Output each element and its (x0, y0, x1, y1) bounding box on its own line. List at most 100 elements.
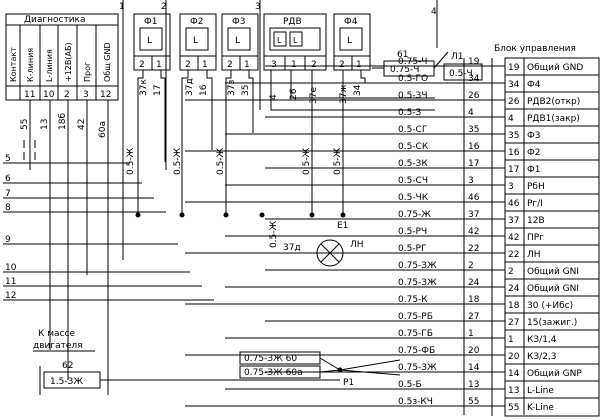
r1-wire-60a: 0.75-ЗЖ 60а (244, 368, 303, 378)
svg-text:1: 1 (356, 60, 362, 70)
ecu-pin-2: 2 (508, 267, 514, 277)
ecu-label: РДВ2(откр) (527, 97, 580, 107)
f1-name: Ф1 (144, 17, 157, 27)
f3-name: Ф3 (232, 17, 245, 27)
node-61-wire2: 0.5-Ч (449, 69, 473, 79)
harness-wire-label: 0.75-ГБ (398, 329, 433, 339)
diag-pin-10: 10 (43, 90, 55, 100)
svg-text:2: 2 (185, 60, 191, 70)
r1-wire-60: 0.75-ЗЖ 60 (244, 354, 297, 364)
harness-wire-label: 0.5-ГО (398, 74, 428, 84)
ecu-pin-4: 4 (508, 114, 514, 124)
ecu-pin-1: 1 (508, 335, 514, 345)
diag-label-12v: +12В(АБ) (64, 42, 73, 82)
f3-wire-35: 35 (241, 85, 251, 96)
connector-f3: L Ф3 2 1 (221, 13, 259, 71)
ecu-label: Рг/I (527, 199, 543, 209)
left-number-8: 8 (5, 203, 11, 213)
harness-wire-label: 0.5-ЧК (398, 193, 429, 203)
splice-r1: 0.75-ЗЖ 60 0.75-ЗЖ 60а Р1 (239, 351, 401, 388)
harness-wire-label: 0.75-Ж (398, 210, 431, 220)
ecu-label: Ф1 (527, 165, 540, 175)
harness-wire-label: 0.75-ФБ (398, 346, 435, 356)
svg-text:L: L (277, 36, 282, 45)
harness-wire-label: 0.75-Ч (398, 57, 427, 67)
harness-wire-num: 22 (468, 244, 479, 254)
harness-wire-label: 0.5-СГ (398, 125, 427, 135)
ecu-label: Ф4 (527, 80, 541, 90)
ecu-label: L-Line (527, 386, 554, 396)
harness-wire-num: 13 (468, 380, 479, 390)
ecu-block (504, 57, 600, 417)
diagnostic-connector: Диагностика Контакт К-линия L-линия +12В… (5, 13, 119, 101)
svg-text:L: L (235, 36, 240, 46)
node-61: 61 0.75-Ч Л1 0.5-Ч (372, 50, 483, 81)
harness-wire-num: 17 (468, 159, 479, 169)
f3-wire-37z: 37з (227, 80, 237, 96)
left-number-9: 9 (5, 235, 11, 245)
top-number-4: 4 (431, 7, 437, 17)
f2-name: Ф2 (190, 17, 203, 27)
diag-label-prog: Прог (83, 62, 92, 82)
ecu-label: 12В (527, 216, 545, 226)
rdv-wire-4: 4 (269, 94, 279, 100)
ecu-pin-13: 13 (508, 386, 519, 396)
ecu-pin-22: 22 (508, 250, 519, 260)
harness-wire-num: 37 (468, 210, 479, 220)
ecu-pin-20: 20 (508, 352, 520, 362)
ecu-label: КЗ/2,3 (527, 352, 557, 362)
ecu-label: 15(зажиг.) (527, 318, 577, 328)
f4-wire-37zh: 37ж (339, 84, 349, 104)
harness-wire-label: 0.5-ЗЧ (398, 91, 428, 101)
diag-label-gnd: Общ GND (103, 42, 112, 82)
diag-wire-42: 42 (77, 119, 87, 130)
lamp-ln-label: ЛН (350, 240, 364, 250)
vwire-label-3: 0.5-Ж (216, 147, 226, 175)
ecu-label: Общий GNI (527, 267, 579, 277)
rdv-wire-37e: 37е (309, 87, 319, 104)
svg-text:2: 2 (311, 60, 317, 70)
top-number-3: 3 (255, 2, 261, 12)
harness-wire-label: 0.5-ЗК (398, 159, 428, 169)
f1-wire-37k: 37к (139, 79, 149, 96)
svg-text:3: 3 (271, 60, 277, 70)
harness-wire-label: 0.5-Б (398, 380, 422, 390)
mass-num-62: 62 (62, 361, 73, 371)
engine-ground: К массе двигателя 62 1.5-ЗЖ (33, 329, 340, 395)
diag-pin-3: 3 (83, 90, 89, 100)
r1-label: Р1 (343, 378, 354, 388)
connector-f1: L Ф1 2 1 (133, 13, 171, 71)
mass-wire: 1.5-ЗЖ (50, 377, 83, 387)
harness-wire-num: 4 (468, 108, 474, 118)
left-number-10: 10 (5, 263, 17, 273)
mass-line2: двигателя (33, 341, 83, 351)
ecu-label: Общий GNP (527, 369, 582, 379)
node-61-wire: 0.75-Ч (390, 65, 419, 75)
connector-f4: L Ф4 2 1 (333, 13, 371, 71)
left-number-12: 12 (5, 291, 16, 301)
diagnostic-wires (29, 100, 109, 395)
harness-wire-num: 1 (468, 329, 474, 339)
diag-label-k-line: К-линия (26, 48, 35, 82)
vwire-label-5: 0.5-Ж (333, 147, 343, 175)
vwire-label-4: 0.5-Ж (302, 147, 312, 175)
harness-wire-label: 0.5-РЧ (398, 227, 427, 237)
ecu-label: РбН (527, 182, 545, 192)
diag-wire-55: 55 (20, 119, 30, 130)
harness-wire-num: 19 (468, 57, 480, 67)
harness-wire-num: 20 (468, 346, 480, 356)
svg-text:2: 2 (139, 60, 145, 70)
diag-pin-2: 2 (64, 90, 70, 100)
ecu-label: Общий GND (527, 63, 583, 73)
harness-wire-label: 0.5-СЧ (398, 176, 428, 186)
ecu-pin-42: 42 (508, 233, 519, 243)
harness-wire-num: 34 (468, 74, 480, 84)
ecu-pin-18: 18 (508, 301, 520, 311)
f2-wire-37d: 37д (185, 78, 195, 96)
vwire-label-6: 0.5-Ж (269, 220, 279, 248)
ecu-pin-26: 26 (508, 97, 520, 107)
diag-label-l-line: L-линия (45, 49, 54, 82)
svg-text:L: L (347, 36, 352, 46)
